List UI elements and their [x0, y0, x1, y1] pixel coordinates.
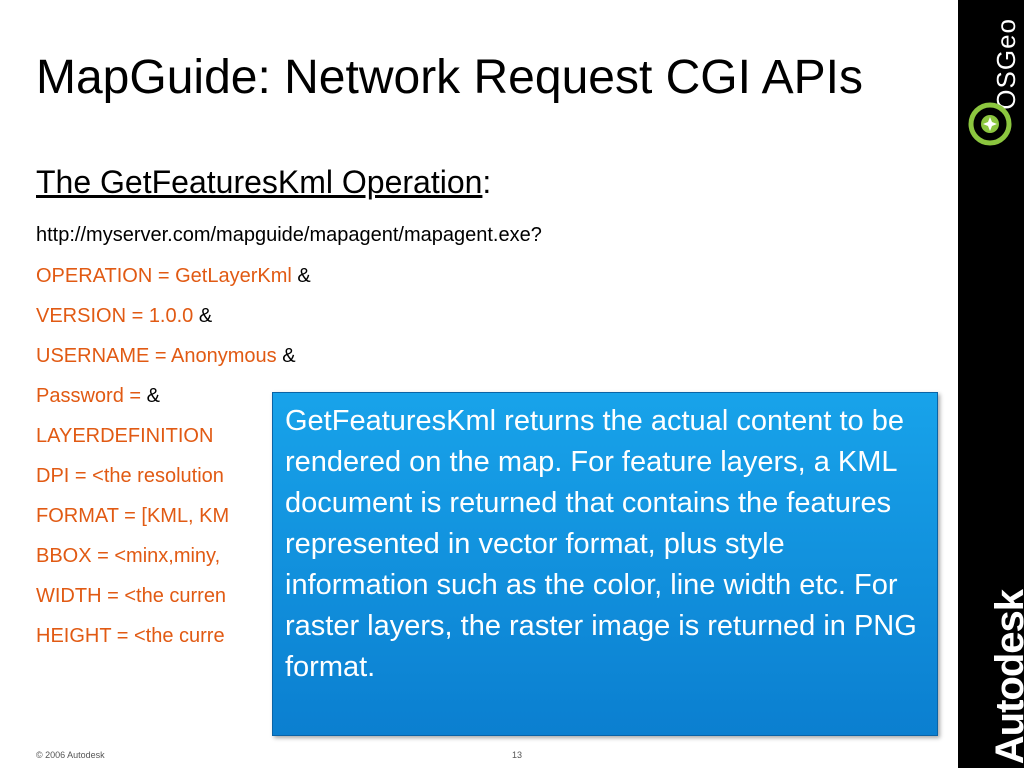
slide-subtitle: The GetFeaturesKml Operation: [36, 164, 491, 201]
footer-copyright: © 2006 Autodesk [36, 750, 105, 760]
parameter-text: OPERATION = GetLayerKml [36, 265, 292, 287]
subtitle-link: The GetFeaturesKml Operation [36, 164, 483, 200]
parameter-item: OPERATION = GetLayerKml & [36, 264, 311, 304]
parameter-text: HEIGHT = <the curre [36, 625, 225, 647]
request-url: http://myserver.com/mapguide/mapagent/ma… [36, 224, 542, 246]
parameter-ampersand: & [291, 265, 311, 287]
parameter-text: FORMAT = [KML, KM [36, 505, 230, 527]
parameter-text: LAYERDEFINITION [36, 425, 214, 447]
parameter-list: OPERATION = GetLayerKml & VERSION = 1.0.… [36, 264, 311, 664]
parameter-text: WIDTH = <the curren [36, 585, 227, 607]
parameter-item: USERNAME = Anonymous & [36, 344, 311, 384]
parameter-item: WIDTH = <the curren [36, 584, 311, 624]
parameter-text: BBOX = <minx,miny, [36, 545, 221, 567]
parameter-ampersand: & [193, 305, 213, 327]
osgeo-logo-icon [968, 102, 1012, 146]
parameter-text: USERNAME = Anonymous [36, 345, 277, 367]
page-number: 13 [512, 750, 523, 760]
parameter-text: DPI = <the resolution [36, 465, 224, 487]
parameter-ampersand: & [276, 345, 296, 367]
parameter-item: DPI = <the resolution [36, 464, 311, 504]
callout-box: GetFeaturesKml returns the actual conten… [272, 392, 938, 736]
parameter-ampersand: & [141, 385, 160, 407]
parameter-item: FORMAT = [KML, KM [36, 504, 311, 544]
autodesk-logo: Autodesk [988, 590, 1024, 765]
slide-title: MapGuide: Network Request CGI APIs [36, 51, 864, 104]
parameter-text: VERSION = 1.0.0 [36, 305, 194, 327]
parameter-item: HEIGHT = <the curre [36, 624, 311, 664]
osgeo-logo-text: OSGeo [991, 18, 1021, 110]
parameter-item: VERSION = 1.0.0 & [36, 304, 311, 344]
parameter-item: LAYERDEFINITION [36, 424, 311, 464]
parameter-item: BBOX = <minx,miny, [36, 544, 311, 584]
parameter-item: Password = & [36, 384, 311, 424]
subtitle-colon: : [482, 164, 492, 200]
parameter-text: Password = [36, 385, 142, 407]
